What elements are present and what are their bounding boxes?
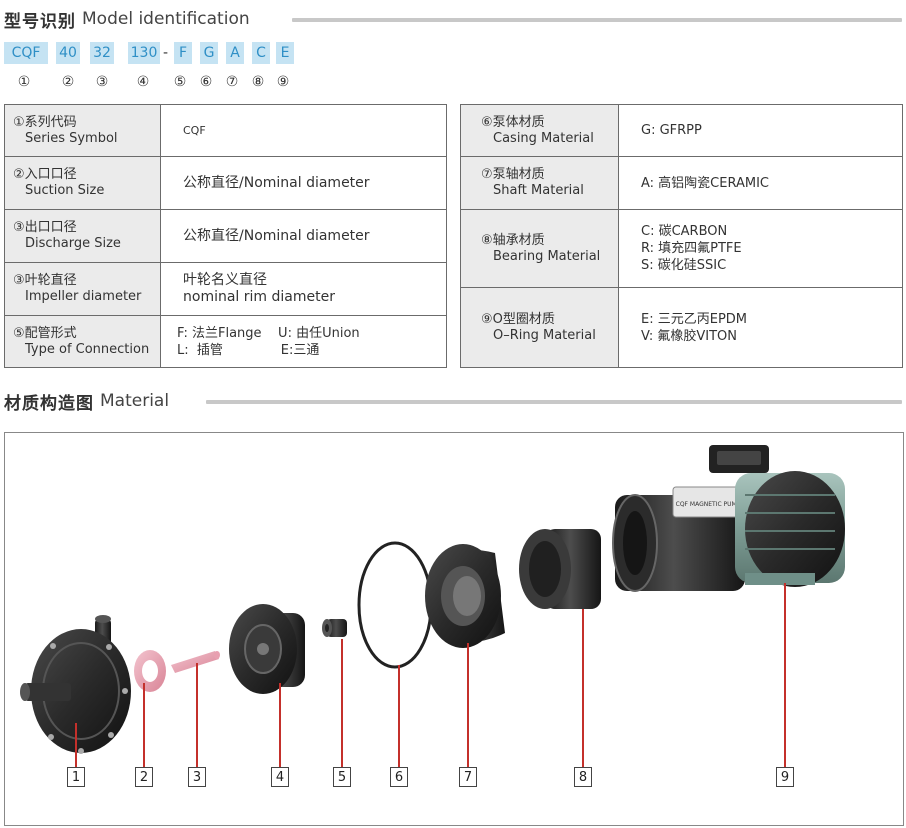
code-part: 130	[128, 42, 160, 64]
pump-shaft	[171, 651, 220, 673]
title-divider	[292, 18, 902, 22]
code-index: ③	[95, 74, 109, 90]
code-part: 40	[56, 42, 80, 64]
title-divider	[206, 400, 902, 404]
part-label-1: 1	[67, 767, 85, 787]
leader-line	[398, 665, 400, 767]
spec-value: CQF	[160, 104, 447, 157]
bearing	[322, 619, 347, 637]
code-index: ④	[136, 74, 150, 90]
code-index: ⑤	[173, 74, 187, 90]
part-label-5: 5	[333, 767, 351, 787]
exploded-view-diagram: CQF MAGNETIC PUMP 1 2 3 4 5 6 7 8 9	[4, 432, 904, 826]
leader-line	[582, 609, 584, 767]
spec-value: 公称直径/Nominal diameter	[160, 156, 447, 210]
leader-line	[143, 683, 145, 767]
part-label-2: 2	[135, 767, 153, 787]
code-index: ⑥	[199, 74, 213, 90]
rear-casing	[425, 544, 505, 648]
code-index: ⑧	[251, 74, 265, 90]
part-label-8: 8	[574, 767, 592, 787]
spec-value: 公称直径/Nominal diameter	[160, 209, 447, 263]
leader-line	[784, 583, 786, 767]
code-part: A	[226, 42, 244, 64]
code-part: F	[174, 42, 192, 64]
code-part: 32	[90, 42, 114, 64]
model-title-cn: 型号识别	[4, 11, 76, 32]
code-part: CQF	[4, 42, 48, 64]
spec-value: A: 高铝陶瓷CERAMIC	[618, 156, 903, 210]
part-label-3: 3	[188, 767, 206, 787]
model-title-en: Model identification	[82, 9, 250, 29]
code-part: G	[200, 42, 218, 64]
model-section-title: 型号识别 Model identification	[4, 6, 250, 32]
exploded-pump-illustration: CQF MAGNETIC PUMP	[20, 445, 845, 754]
code-index: ⑨	[276, 74, 290, 90]
material-title-cn: 材质构造图	[4, 393, 94, 414]
code-part: E	[276, 42, 294, 64]
leader-line	[341, 639, 343, 767]
motor: CQF MAGNETIC PUMP	[612, 445, 845, 592]
pump-casing	[20, 615, 131, 754]
ceramic-ring	[134, 650, 166, 692]
code-index: ⑦	[225, 74, 239, 90]
part-label-6: 6	[390, 767, 408, 787]
motor-plate-text: CQF MAGNETIC PUMP	[676, 501, 741, 508]
magnet-cup	[519, 529, 601, 609]
spec-value: G: GFRPP	[618, 104, 903, 157]
leader-line	[467, 643, 469, 767]
part-label-4: 4	[271, 767, 289, 787]
leader-line	[279, 683, 281, 767]
material-section-title: 材质构造图 Material	[4, 388, 169, 414]
code-part: C	[252, 42, 270, 64]
part-label-7: 7	[459, 767, 477, 787]
o-ring	[357, 541, 433, 669]
leader-line	[75, 723, 77, 767]
code-index: ②	[61, 74, 75, 90]
leader-line	[196, 663, 198, 767]
impeller	[229, 604, 305, 694]
code-index: ①	[17, 74, 31, 90]
part-label-9: 9	[776, 767, 794, 787]
code-separator: -	[163, 45, 169, 61]
material-title-en: Material	[100, 391, 170, 411]
